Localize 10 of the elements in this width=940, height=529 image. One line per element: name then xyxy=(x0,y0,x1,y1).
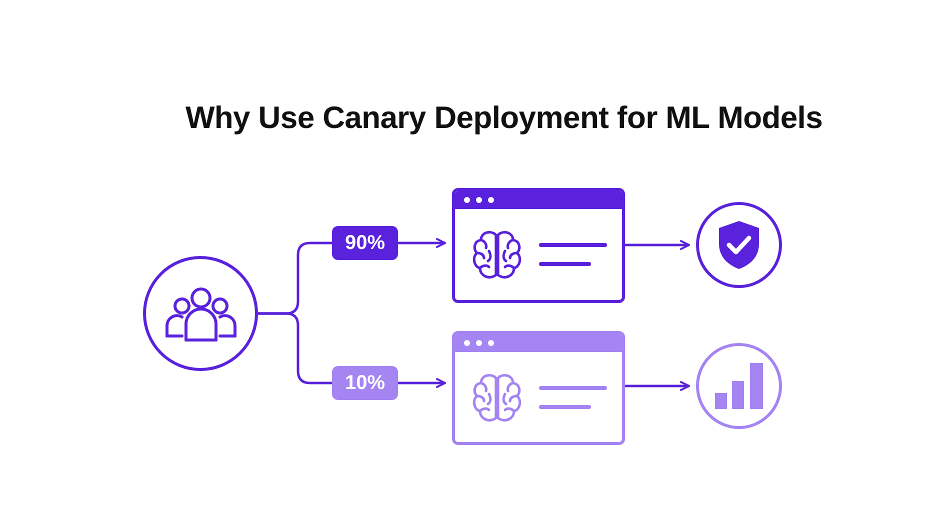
diagram-title: Why Use Canary Deployment for ML Models xyxy=(184,100,824,136)
browser-window xyxy=(452,331,625,445)
browser-window xyxy=(452,188,625,303)
percentage-badge: 90% xyxy=(332,226,398,260)
arrow xyxy=(625,381,690,391)
arrow xyxy=(625,240,690,250)
arrow xyxy=(398,378,446,388)
connector-line xyxy=(258,312,332,384)
arrow xyxy=(398,238,446,248)
percentage-badge: 10% xyxy=(332,366,398,400)
